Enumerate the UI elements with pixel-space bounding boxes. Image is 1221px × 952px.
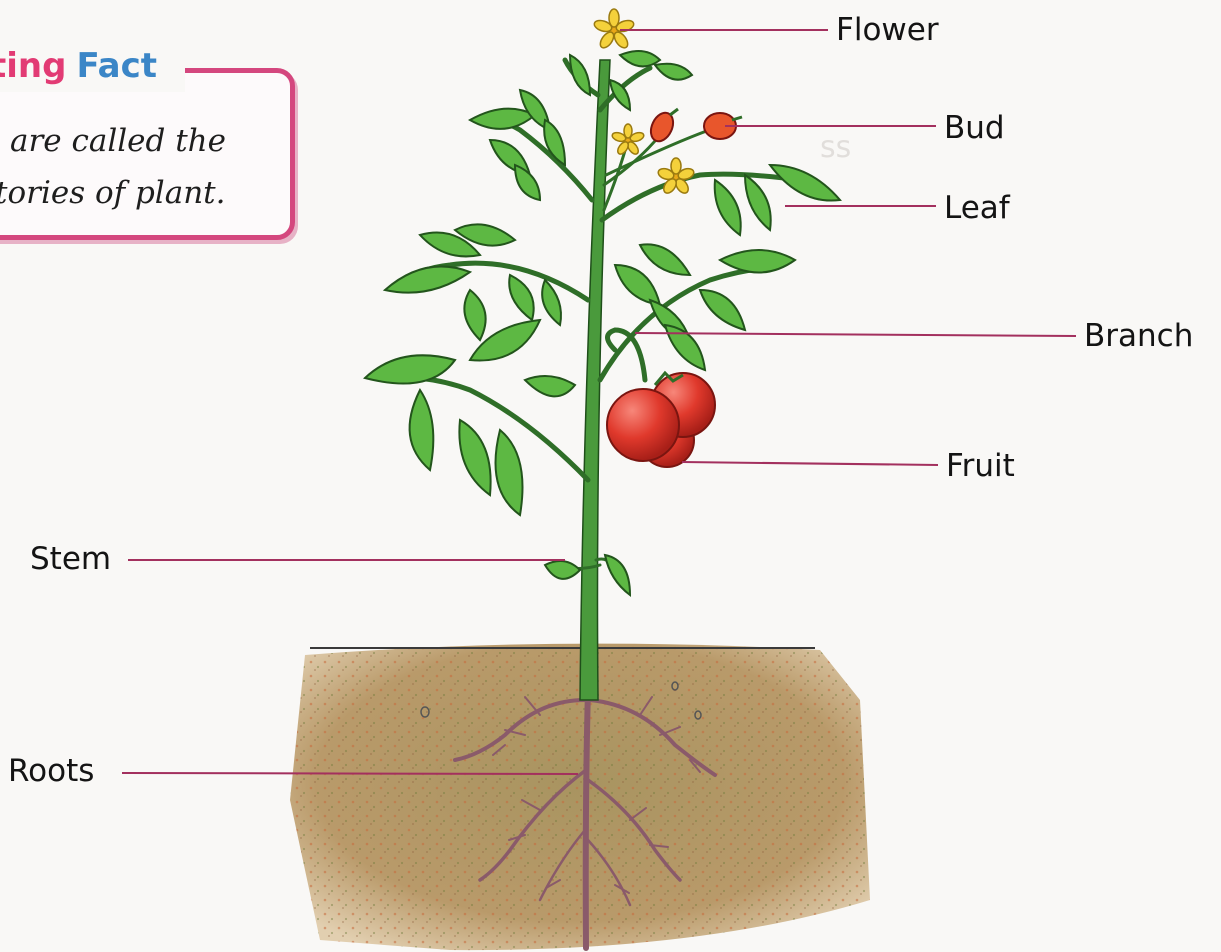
label-fruit: Fruit (946, 448, 1015, 484)
stem (580, 60, 610, 700)
label-bud: Bud (944, 110, 1005, 146)
label-branch: Branch (1084, 318, 1193, 354)
label-stem: Stem (30, 541, 111, 577)
fruit-leader-line (682, 462, 938, 465)
label-roots: Roots (8, 753, 94, 789)
roots-leader-line (122, 773, 578, 774)
fruit (607, 373, 715, 467)
label-leaf: Leaf (944, 190, 1010, 226)
branch-leader-line (635, 333, 1076, 336)
label-flower: Flower (836, 12, 939, 48)
